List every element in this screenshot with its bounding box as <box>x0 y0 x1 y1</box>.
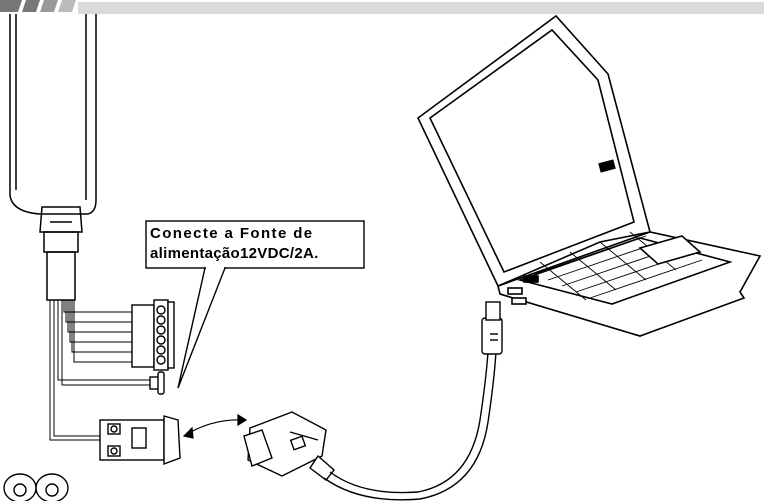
device-housing <box>9 14 97 301</box>
terminal-block-connector <box>131 299 175 371</box>
power-jack <box>149 371 165 395</box>
callout-line-2: alimentação12VDC/2A. <box>150 245 319 262</box>
callout-label: Conecte a Fonte de alimentação12VDC/2A. <box>150 224 360 264</box>
connection-arrow <box>182 413 248 439</box>
db9-serial-connector <box>99 415 181 466</box>
laptop-computer <box>416 14 762 337</box>
header-band <box>0 0 764 14</box>
usb-serial-adapter <box>243 411 335 481</box>
wire-bundle <box>49 300 150 441</box>
usb-plug <box>481 301 503 355</box>
usb-cable <box>323 351 497 501</box>
cable-reels <box>3 473 69 501</box>
callout-box <box>145 220 365 389</box>
callout-line-1: Conecte a Fonte de <box>150 225 314 242</box>
